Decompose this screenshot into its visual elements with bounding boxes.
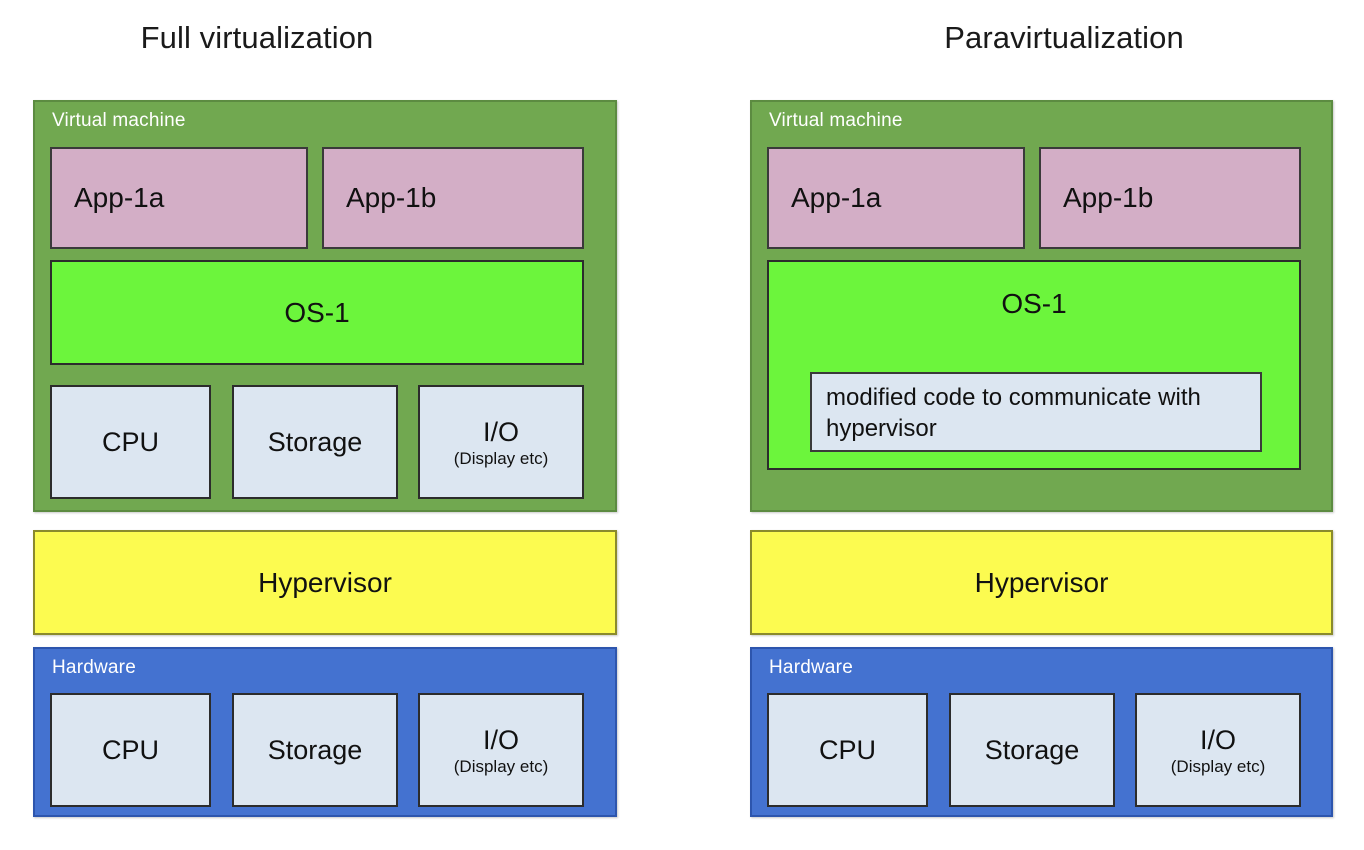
app-label-1a-left: App-1a — [74, 182, 165, 213]
hw-resource-io-sublabel-left: (Display etc) — [453, 756, 549, 776]
virtual-machine-container-right: Virtual machine App-1a App-1b OS-1 modif… — [750, 100, 1333, 512]
hw-resource-io-left: I/O (Display etc) — [418, 693, 584, 807]
panel-paravirtualization: Paravirtualization Virtual machine App-1… — [682, 0, 1364, 850]
os-box-right: OS-1 modified code to communicate with h… — [767, 260, 1301, 470]
hardware-container-left: Hardware CPU Storage I/O (Display etc) — [33, 647, 617, 817]
vm-resource-io-sublabel-left: (Display etc) — [453, 448, 549, 468]
modified-code-text: modified code to communicate with hyperv… — [826, 384, 1201, 442]
hw-resource-cpu-right: CPU — [767, 693, 928, 807]
hw-resource-io-label-left: I/O — [482, 724, 519, 755]
vm-resource-io-left: I/O (Display etc) — [418, 385, 584, 499]
vm-resource-cpu-left: CPU — [50, 385, 211, 499]
vm-resource-cpu-label-left: CPU — [101, 427, 159, 457]
hypervisor-box-right: Hypervisor — [750, 530, 1333, 635]
hardware-label-right: Hardware — [769, 657, 853, 678]
hw-resource-storage-left: Storage — [232, 693, 398, 807]
hypervisor-label-left: Hypervisor — [258, 566, 392, 598]
panel-full-virtualization: Full virtualization Virtual machine App-… — [33, 20, 617, 817]
virtual-machine-label-left: Virtual machine — [52, 110, 186, 131]
virtual-machine-label-right: Virtual machine — [769, 110, 903, 131]
hw-resource-cpu-left: CPU — [50, 693, 211, 807]
app-label-1b-left: App-1b — [346, 182, 437, 213]
app-label-1a-right: App-1a — [791, 182, 882, 213]
hardware-container-right: Hardware CPU Storage I/O (Display etc) — [750, 647, 1333, 817]
hw-resource-io-right: I/O (Display etc) — [1135, 693, 1301, 807]
modified-code-box: modified code to communicate with hyperv… — [810, 372, 1262, 452]
vm-resource-storage-left: Storage — [232, 385, 398, 499]
hw-resource-io-sublabel-right: (Display etc) — [1170, 756, 1266, 776]
vm-resource-io-label-left: I/O — [482, 416, 519, 447]
hw-resource-cpu-label-right: CPU — [818, 735, 876, 765]
hardware-label-left: Hardware — [52, 657, 136, 678]
hypervisor-box-left: Hypervisor — [33, 530, 617, 635]
os-box-left: OS-1 — [50, 260, 584, 365]
hypervisor-label-right: Hypervisor — [974, 566, 1109, 598]
hw-resource-io-label-right: I/O — [1199, 724, 1236, 755]
hw-resource-storage-label-left: Storage — [267, 735, 363, 765]
hw-resource-cpu-label-left: CPU — [101, 735, 159, 765]
os-label-right: OS-1 — [1001, 288, 1067, 319]
app-box-1a-left: App-1a — [50, 147, 308, 249]
virtual-machine-container-left: Virtual machine App-1a App-1b OS-1 CPU S… — [33, 100, 617, 512]
hw-resource-storage-right: Storage — [949, 693, 1115, 807]
app-box-1b-right: App-1b — [1039, 147, 1301, 249]
hw-resource-storage-label-right: Storage — [984, 735, 1080, 765]
panel-title-paravirtualization: Paravirtualization — [944, 20, 1184, 55]
vm-resource-storage-label-left: Storage — [267, 427, 363, 457]
app-box-1b-left: App-1b — [322, 147, 584, 249]
os-label-left: OS-1 — [284, 296, 350, 328]
app-label-1b-right: App-1b — [1063, 182, 1154, 213]
app-box-1a-right: App-1a — [767, 147, 1025, 249]
panel-title-full-virtualization: Full virtualization — [140, 20, 374, 55]
